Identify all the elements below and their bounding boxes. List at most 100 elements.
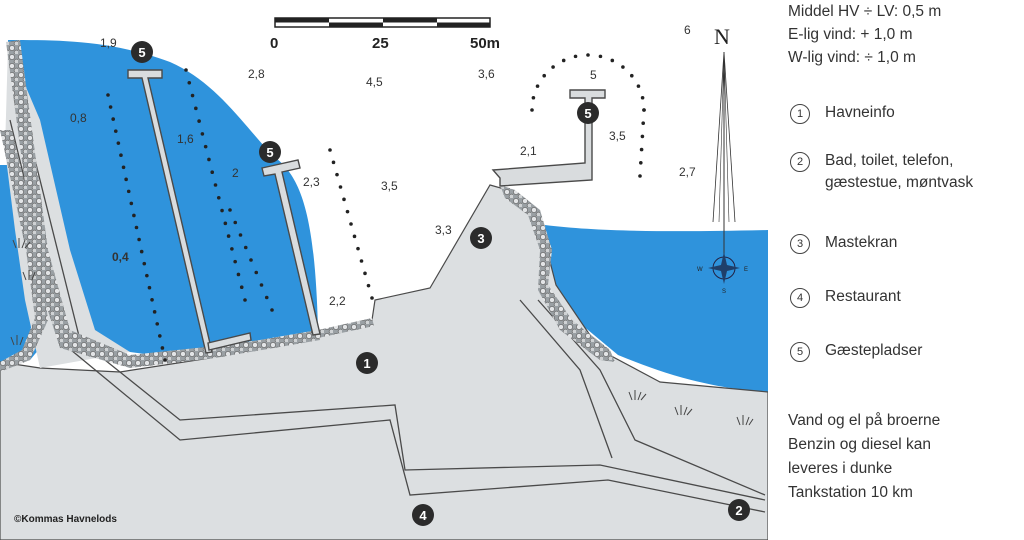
mooring-dot [106,93,110,97]
north-arrow: N [712,24,736,258]
scale-label-0: 0 [270,35,278,52]
svg-text:1: 1 [363,356,370,371]
jetty-middle [261,159,321,336]
mast-crane-badge: 3 [470,227,492,249]
mooring-dot [187,80,192,85]
mooring-dot [119,153,123,158]
mooring-dot [356,246,360,251]
depth-label: 3,5 [381,179,398,193]
depth-label: 5 [590,68,597,82]
guest-berth-badge: 5 [259,141,281,163]
legend-item: 3 Mastekran [790,232,897,254]
mooring-dot [230,247,234,251]
mooring-dot [249,258,253,262]
depth-label: 1,6 [177,132,194,146]
jetty-west [127,69,213,354]
mooring-dot [573,54,578,59]
depth-label: 2,7 [679,165,696,179]
depth-soundings: 1,9 2,8 4,5 3,6 6 5 0,8 1,6 2 2,3 3,5 2,… [70,23,696,308]
mooring-dot [142,261,147,266]
mooring-dot [137,237,141,242]
mooring-dot [233,220,238,225]
mooring-dot [160,346,165,350]
depth-label: 2,3 [303,175,320,189]
mooring-dot [331,160,336,165]
mooring-dot [638,174,642,178]
facilities-badge: 2 [728,499,750,521]
compass-south: S [722,289,726,295]
mooring-dot [610,58,615,63]
tide-info-line: E-lig vind: + 1,0 m [788,26,913,43]
mooring-dot [197,119,201,123]
mooring-lines [106,53,646,362]
mooring-dot [190,93,195,98]
mooring-dot [642,108,646,112]
mooring-dot [345,209,350,214]
mooring-dot [264,295,269,300]
mooring-dot [116,141,121,145]
mooring-dot [236,272,241,277]
mooring-dot [134,225,139,230]
copyright-label: ©Kommas Havnelods [14,514,117,525]
mooring-dot [111,117,115,121]
depth-label: 6 [684,23,691,37]
mooring-dot [621,65,625,69]
service-info-line: leveres i dunke [788,460,893,477]
legend-item: 4 Restaurant [790,286,901,308]
mooring-dot [228,208,232,212]
mooring-dot [207,157,211,162]
mooring-dot [639,161,643,165]
mooring-dot [121,165,126,170]
mooring-dot [366,283,371,288]
depth-label: 2,1 [520,144,537,158]
mooring-dot [270,308,274,312]
depth-label: 3,5 [609,129,626,143]
legend-text: Restaurant [825,288,901,305]
mooring-dot [194,106,198,111]
rock-quay [318,318,374,338]
mooring-dot [349,222,353,226]
compass-rose-icon: W E S [697,252,748,295]
mooring-dot [636,84,641,88]
depth-label: 1,9 [100,36,117,50]
mooring-dot [233,259,237,264]
mooring-dot [147,285,152,290]
mooring-dot [239,285,244,290]
mooring-dot [163,358,167,362]
mooring-dot [561,58,566,63]
depth-label: 3,6 [478,67,495,81]
svg-text:5: 5 [584,106,591,121]
legend-text: Bad, toilet, telefon, gæstestue, møntvas… [825,152,974,191]
north-label: N [714,24,730,49]
legend-number: 5 [790,342,810,362]
mooring-dot [226,234,231,238]
mooring-dot [216,195,221,200]
harbor-chart: 0 25 50m N W E S 1,9 2,8 4,5 3,6 6 5 0,8… [0,17,768,540]
mooring-dot [113,129,118,133]
depth-label: 4,5 [366,75,383,89]
scale-label-25: 25 [372,35,389,52]
mooring-dot [132,213,136,218]
harbour-info-badge: 1 [356,352,378,374]
mooring-dot [238,233,243,237]
legend-text: Mastekran [825,234,898,251]
mooring-dot [359,259,364,263]
legend-item: 2 Bad, toilet, telefon, gæstestue, møntv… [790,150,973,194]
svg-text:3: 3 [477,231,484,246]
mooring-dot [184,68,188,72]
mooring-dot [145,273,149,278]
left-basin-water [8,40,318,358]
svg-text:2: 2 [735,503,742,518]
mooring-dot [243,245,248,250]
mooring-dot [213,183,218,187]
depth-label: 2,2 [329,294,346,308]
compass-east: E [744,267,748,273]
restaurant-badge: 4 [412,504,434,526]
depth-label: 2 [232,166,239,180]
legend-text: Gæstepladser [825,342,923,359]
mooring-dot [254,270,259,275]
mooring-dot [155,322,160,326]
mooring-dot [259,283,264,287]
mooring-dot [629,73,634,78]
